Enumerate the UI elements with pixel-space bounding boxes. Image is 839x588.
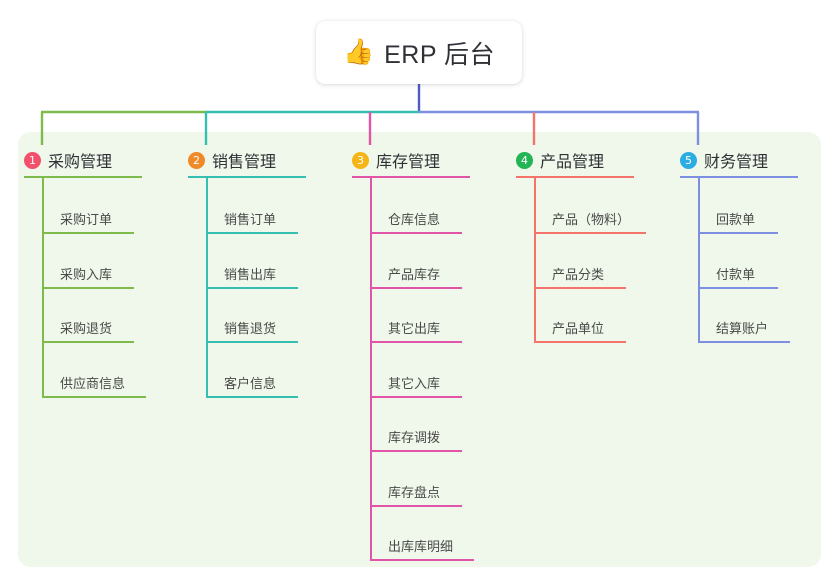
leaf-item-label: 出库库明细	[388, 539, 454, 554]
leaf-item-rule	[370, 450, 462, 452]
leaf-item-label: 采购退货	[60, 321, 113, 336]
leaf-item-rule	[534, 286, 626, 289]
column-badge-5: 5	[680, 151, 697, 169]
leaf-item[interactable]: 产品单位	[534, 313, 626, 343]
leaf-item-rule	[370, 286, 462, 289]
leaf-item-rule	[42, 341, 134, 343]
column-rule-5	[680, 176, 798, 178]
leaf-item[interactable]: 采购退货	[42, 313, 134, 343]
leaf-item[interactable]: 产品库存	[370, 259, 462, 289]
leaf-item[interactable]: 仓库信息	[370, 204, 462, 234]
leaf-item-rule	[370, 559, 474, 561]
leaf-item[interactable]: 销售订单	[206, 204, 298, 234]
leaf-item[interactable]: 库存盘点	[370, 477, 462, 507]
leaf-item-label: 回款单	[716, 212, 756, 227]
leaf-item[interactable]: 采购订单	[42, 204, 134, 234]
leaf-item-label: 采购入库	[60, 266, 113, 282]
column-title-5: 财务管理	[704, 154, 769, 171]
leaf-item-label: 库存盘点	[388, 484, 441, 500]
leaf-item-label: 销售退货	[224, 321, 277, 336]
leaf-item-label: 产品（物料）	[552, 212, 631, 227]
leaf-item-label: 产品单位	[552, 321, 605, 336]
leaf-item[interactable]: 结算账户	[698, 313, 790, 343]
leaf-item-label: 客户信息	[224, 375, 277, 391]
column-title-3: 库存管理	[376, 154, 441, 171]
leaf-item-rule	[206, 341, 298, 343]
leaf-item[interactable]: 其它出库	[370, 313, 462, 343]
column-title-4: 产品管理	[540, 154, 605, 171]
leaf-item[interactable]: 销售出库	[206, 259, 298, 289]
leaf-item-rule	[42, 232, 134, 234]
column-header-5[interactable]: 5 财务管理	[680, 148, 768, 172]
leaf-item-rule	[698, 341, 790, 343]
leaf-item-label: 库存调拨	[388, 430, 441, 445]
leaf-item-rule	[370, 504, 462, 507]
leaf-item-rule	[370, 341, 462, 343]
leaf-item[interactable]: 产品分类	[534, 259, 626, 289]
diagram-panel	[18, 132, 821, 567]
leaf-item-label: 仓库信息	[388, 212, 441, 227]
leaf-item-label: 付款单	[716, 266, 756, 282]
leaf-item[interactable]: 其它入库	[370, 368, 462, 398]
column-header-3[interactable]: 3 库存管理	[352, 148, 440, 172]
leaf-item-label: 销售出库	[224, 266, 277, 282]
leaf-item-rule	[534, 232, 646, 234]
column-header-2[interactable]: 2 销售管理	[188, 148, 276, 172]
leaf-item-rule	[206, 232, 298, 234]
leaf-item-label: 产品分类	[552, 266, 605, 282]
leaf-item[interactable]: 库存调拨	[370, 422, 462, 452]
column-badge-4: 4	[516, 151, 533, 169]
leaf-item-rule	[42, 395, 146, 398]
leaf-item-label: 采购订单	[60, 212, 113, 227]
column-header-4[interactable]: 4 产品管理	[516, 148, 604, 172]
column-title-1: 采购管理	[48, 154, 113, 171]
column-badge-2: 2	[188, 151, 205, 169]
leaf-item-rule	[42, 286, 134, 289]
leaf-item[interactable]: 供应商信息	[42, 368, 146, 398]
root-node[interactable]: 👍 ERP 后台	[316, 21, 522, 84]
leaf-item-rule	[534, 341, 626, 343]
leaf-item[interactable]: 产品（物料）	[534, 204, 646, 234]
leaf-item-rule	[370, 395, 462, 398]
column-rule-1	[24, 176, 142, 178]
column-spine-3	[370, 177, 372, 561]
column-rule-4	[516, 176, 634, 178]
leaf-item[interactable]: 销售退货	[206, 313, 298, 343]
leaf-item-label: 销售订单	[224, 212, 277, 227]
leaf-item-label: 其它出库	[388, 321, 441, 336]
leaf-item[interactable]: 付款单	[698, 259, 778, 289]
thumbs-up-icon: 👍	[342, 38, 375, 66]
leaf-item-rule	[698, 286, 778, 289]
leaf-item-rule	[206, 286, 298, 289]
leaf-item[interactable]: 出库库明细	[370, 531, 474, 561]
column-header-1[interactable]: 1 采购管理	[24, 148, 112, 172]
leaf-item-label: 其它入库	[388, 375, 441, 391]
column-spine-5	[698, 177, 700, 343]
column-title-2: 销售管理	[212, 154, 277, 171]
root-node-label: ERP 后台	[384, 40, 496, 69]
leaf-item-rule	[698, 232, 778, 234]
column-rule-2	[188, 176, 306, 178]
column-spine-4	[534, 177, 536, 343]
leaf-item-label: 结算账户	[716, 321, 769, 336]
leaf-item[interactable]: 采购入库	[42, 259, 134, 289]
leaf-item[interactable]: 回款单	[698, 204, 778, 234]
leaf-item[interactable]: 客户信息	[206, 368, 298, 398]
leaf-item-label: 产品库存	[388, 266, 441, 282]
leaf-item-rule	[370, 232, 462, 234]
leaf-item-label: 供应商信息	[60, 375, 126, 391]
column-rule-3	[352, 176, 470, 178]
column-badge-1: 1	[24, 151, 41, 169]
column-badge-3: 3	[352, 151, 369, 169]
leaf-item-rule	[206, 395, 298, 398]
